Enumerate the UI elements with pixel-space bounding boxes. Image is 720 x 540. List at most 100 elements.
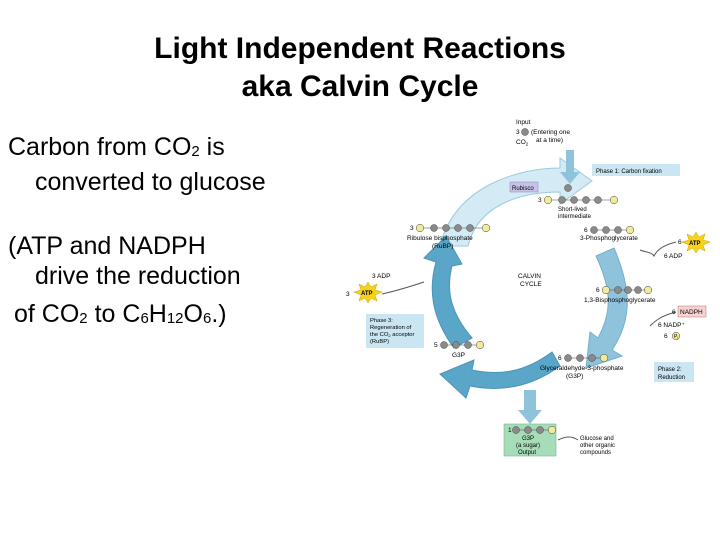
pi-icon xyxy=(671,331,681,341)
carbon-atom xyxy=(430,224,438,232)
phosphate-icon xyxy=(601,285,611,295)
atp-top: 6 ATP 6 ADP xyxy=(664,231,711,260)
carbon-atom xyxy=(594,196,602,204)
g3p-label-2: (G3P) xyxy=(566,373,583,380)
input-arrow xyxy=(560,150,580,184)
rubp-label-2: (RuBP) xyxy=(432,243,453,250)
nadph-count: 6 xyxy=(672,309,676,316)
rubisco-box xyxy=(509,181,539,193)
phosphate-icon xyxy=(475,340,485,350)
atp-left-connector xyxy=(381,281,425,295)
bullet-text: Carbon from CO2 is converted to glucose … xyxy=(8,132,343,368)
output-arrow xyxy=(518,390,542,424)
nadp-out-label: 6 NADP⁺ xyxy=(658,322,685,329)
carbon-atom xyxy=(624,286,632,294)
atp-burst-icon xyxy=(353,281,383,304)
rubp-label-1: Ribulose bisphosphate xyxy=(407,235,473,242)
title-line-2: aka Calvin Cycle xyxy=(241,70,479,103)
phase3-box xyxy=(366,314,424,348)
carbon-atom xyxy=(454,224,462,232)
short-label-1: Short-lived xyxy=(558,207,587,213)
carbon-atom xyxy=(558,196,566,204)
carbon-atom xyxy=(576,354,584,362)
atp-top-connector xyxy=(639,241,677,258)
carbon-atom xyxy=(524,426,532,434)
phase3-label-1: Phase 3: xyxy=(370,318,393,324)
nadph-box xyxy=(677,305,707,318)
formula-sub-4: 6 xyxy=(202,310,212,327)
bullet-2-text-a: (ATP and NADPH xyxy=(8,232,206,260)
output-label-2: (a sugar) xyxy=(516,443,540,449)
rubp-count: 3 xyxy=(410,225,414,232)
pga-group: 6 3-Phosphoglycerate xyxy=(580,225,638,242)
bullet-1-text-b: is xyxy=(199,133,225,161)
carbon-atom xyxy=(590,226,598,234)
carbon-atom xyxy=(602,226,610,234)
calvin-label-2: CYCLE xyxy=(520,281,542,288)
atp-top-count: 6 xyxy=(678,239,682,246)
output-label-1: G3P xyxy=(522,436,534,442)
rubisco-label: Rubisco xyxy=(512,186,534,192)
formula-sub-1: 2 xyxy=(79,310,88,327)
short-count: 3 xyxy=(538,197,542,204)
carbon-atom xyxy=(536,426,544,434)
pga-count: 6 xyxy=(584,227,588,234)
pi-count: 6 xyxy=(664,333,668,340)
formula-text-c: H xyxy=(148,300,167,328)
phosphate-icon xyxy=(481,223,491,233)
phase3-label-4: (RuBP) xyxy=(370,339,389,345)
slide-title: Light Independent Reactions aka Calvin C… xyxy=(0,30,720,106)
carbon-atom xyxy=(466,224,474,232)
g3p-count: 6 xyxy=(558,355,562,362)
bullet-1-subscript: 2 xyxy=(191,143,200,160)
carbon-atom xyxy=(452,341,460,349)
glucose-label-2: other organic xyxy=(580,443,615,449)
short-label-2: intermediate xyxy=(558,214,592,220)
formula-sub-3: 12 xyxy=(166,310,184,327)
phase3-label-2: Regeneration of xyxy=(370,325,412,331)
carbon-atom xyxy=(634,286,642,294)
input-co2: CO2 xyxy=(516,139,529,147)
pga-label: 3-Phosphoglycerate xyxy=(580,235,638,242)
bullet-2: (ATP and NADPH drive the reduction xyxy=(8,231,343,291)
output-group: 1 G3P (a sugar) Output xyxy=(503,423,557,457)
bullet-1-text-c: converted to glucose xyxy=(35,168,266,196)
formula-text-a: of CO xyxy=(14,300,80,328)
input-group: Input 3 (Entering one at a time) CO2 xyxy=(516,119,570,147)
phosphate-icon xyxy=(543,195,553,205)
atp-top-label: ATP xyxy=(689,241,701,247)
nadph-label: NADPH xyxy=(680,309,703,316)
carbon-atom xyxy=(512,426,520,434)
carbon-atom xyxy=(570,196,578,204)
bullet-3: of CO2 to C6H12O6.) xyxy=(8,299,343,334)
carbon-atom xyxy=(464,341,472,349)
bullet-1: Carbon from CO2 is converted to glucose xyxy=(8,132,343,197)
bpg-label: 1,3-Bisphosphoglycerate xyxy=(584,297,656,304)
formula-text-b: to C xyxy=(87,300,141,328)
cycle-arrow-reduction xyxy=(585,247,628,369)
phase2-label-1: Phase 2: xyxy=(658,367,682,373)
cycle-arrows xyxy=(381,150,677,441)
g3p-label-1: Glyceraldehyde-3-phosphate xyxy=(540,365,624,372)
phosphate-icon xyxy=(599,353,609,363)
cycle-arrow-regeneration xyxy=(423,235,473,349)
phosphate-icon xyxy=(547,425,557,435)
phosphate-icon xyxy=(625,225,635,235)
g3p5-group: 5 G3P xyxy=(434,340,485,359)
short-lived-intermediate: 3 Short-lived intermediate xyxy=(538,184,619,220)
glucose-label-1: Glucose and xyxy=(580,436,614,442)
g3p5-count: 5 xyxy=(434,342,438,349)
output-label-3: Output xyxy=(518,450,536,456)
formula-text-d: O xyxy=(183,300,203,328)
phase2-box xyxy=(654,362,694,382)
bullet-1-text-a: Carbon from CO xyxy=(8,133,192,161)
calvin-label-1: CALVIN xyxy=(518,273,541,280)
phase2-label-2: Reduction xyxy=(658,375,685,381)
input-note-2: at a time) xyxy=(536,137,563,144)
bpg-group: 6 1,3-Bisphosphoglycerate xyxy=(584,285,656,304)
input-carbon xyxy=(521,128,529,136)
carbon-atom xyxy=(614,226,622,234)
g3p-group: 6 Glyceraldehyde-3-phosphate (G3P) xyxy=(540,353,624,380)
carbon-atom xyxy=(564,354,572,362)
